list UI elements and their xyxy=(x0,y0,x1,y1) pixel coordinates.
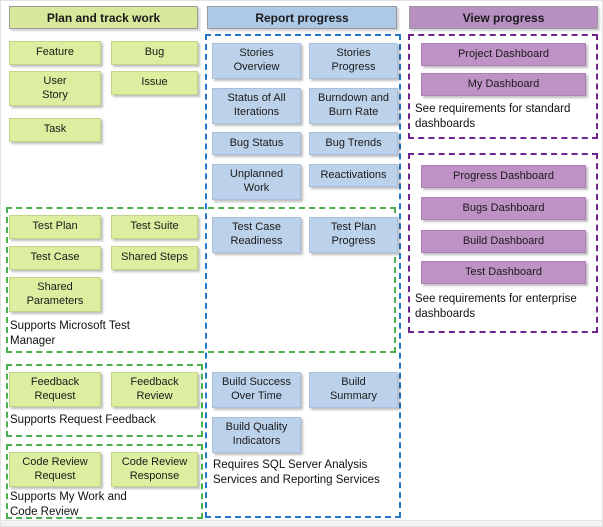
box-code-review-request: Code Review Request xyxy=(9,452,101,487)
box-user-story: User Story xyxy=(9,71,101,106)
box-my-dashboard: My Dashboard xyxy=(421,73,586,96)
column-header-plan-and-track-work: Plan and track work xyxy=(9,6,198,29)
note-enterprise-dashboards-requirements: See requirements for enterprise dashboar… xyxy=(415,293,577,320)
standard-dashboards-frame xyxy=(408,34,598,139)
box-shared-steps: Shared Steps xyxy=(111,246,198,270)
box-build-quality-indicators: Build Quality Indicators xyxy=(212,417,301,453)
note-requires-sql-server-analysis-services: Requires SQL Server Analysis Services an… xyxy=(213,459,380,486)
note-supports-request-feedback: Supports Request Feedback xyxy=(10,414,156,426)
code-review-group-frame xyxy=(6,444,203,519)
box-bug-trends: Bug Trends xyxy=(309,132,398,155)
column-header-report-progress: Report progress xyxy=(207,6,397,29)
box-burndown-and-burn-rate: Burndown and Burn Rate xyxy=(309,88,398,124)
enterprise-dashboards-frame xyxy=(408,153,598,333)
box-unplanned-work: Unplanned Work xyxy=(212,164,301,200)
box-build-summary: Build Summary xyxy=(309,372,398,408)
note-standard-dashboards-requirements: See requirements for standard dashboards xyxy=(415,103,571,130)
box-issue: Issue xyxy=(111,71,198,95)
box-shared-parameters: Shared Parameters xyxy=(9,277,101,312)
box-feature: Feature xyxy=(9,41,101,65)
box-progress-dashboard: Progress Dashboard xyxy=(421,165,586,188)
note-supports-my-work-and-code-review: Supports My Work and Code Review xyxy=(10,491,127,518)
box-reactivations: Reactivations xyxy=(309,164,398,187)
note-supports-microsoft-test-manager: Supports Microsoft Test Manager xyxy=(10,320,130,347)
box-bug: Bug xyxy=(111,41,198,65)
box-project-dashboard: Project Dashboard xyxy=(421,43,586,66)
box-test-case-readiness: Test Case Readiness xyxy=(212,217,301,253)
feedback-group-frame xyxy=(6,364,203,437)
box-code-review-response: Code Review Response xyxy=(111,452,198,487)
box-status-of-all-iterations: Status of All Iterations xyxy=(212,88,301,124)
box-test-dashboard: Test Dashboard xyxy=(421,261,586,284)
column-header-view-progress: View progress xyxy=(409,6,598,29)
report-progress-frame xyxy=(205,34,401,518)
bottom-strip xyxy=(1,520,602,526)
box-feedback-review: Feedback Review xyxy=(111,372,198,407)
box-test-suite: Test Suite xyxy=(111,215,198,239)
box-bugs-dashboard: Bugs Dashboard xyxy=(421,197,586,220)
box-test-plan: Test Plan xyxy=(9,215,101,239)
box-bug-status: Bug Status xyxy=(212,132,301,155)
box-feedback-request: Feedback Request xyxy=(9,372,101,407)
test-items-group-frame xyxy=(6,207,396,353)
box-task: Task xyxy=(9,118,101,142)
box-stories-overview: Stories Overview xyxy=(212,43,301,79)
box-build-dashboard: Build Dashboard xyxy=(421,230,586,253)
box-test-case: Test Case xyxy=(9,246,101,270)
box-build-success-over-time: Build Success Over Time xyxy=(212,372,301,408)
box-stories-progress: Stories Progress xyxy=(309,43,398,79)
box-test-plan-progress: Test Plan Progress xyxy=(309,217,398,253)
